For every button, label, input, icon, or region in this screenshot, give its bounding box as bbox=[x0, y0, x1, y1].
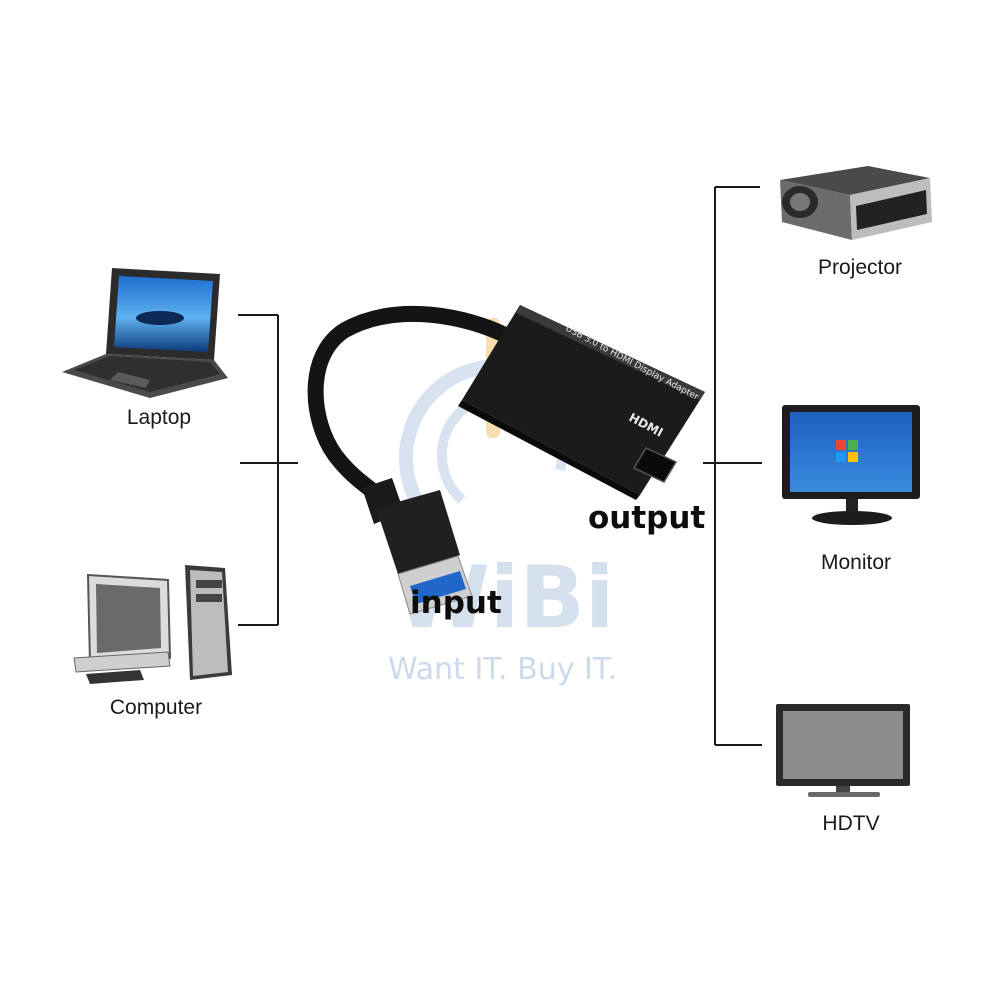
input-label: input bbox=[410, 585, 502, 621]
projector-label: Projector bbox=[817, 256, 903, 279]
hdtv-label: HDTV bbox=[822, 812, 880, 835]
watermark-tagline: Want IT. Buy IT. bbox=[388, 652, 618, 687]
laptop-label: Laptop bbox=[126, 406, 192, 429]
monitor-label: Monitor bbox=[820, 551, 892, 574]
output-label: output bbox=[588, 500, 706, 536]
computer-label: Computer bbox=[109, 696, 203, 719]
